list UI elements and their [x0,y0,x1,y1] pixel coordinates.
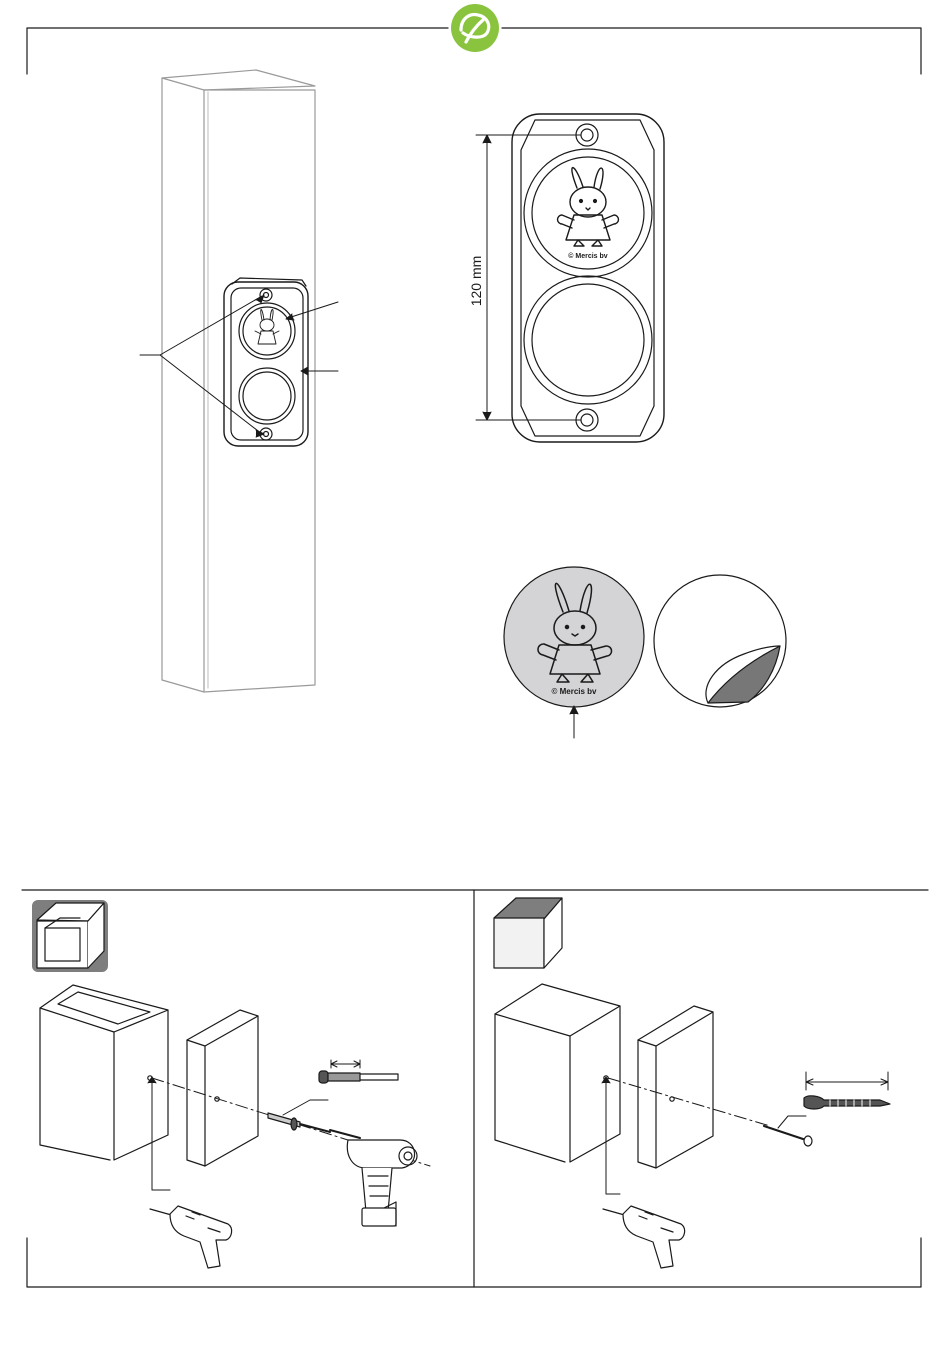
screw-inserted [764,1116,812,1146]
post-illustration [162,70,315,692]
dimension-120mm: 120 mm [468,135,581,420]
solid-square-profile-icon [494,898,562,968]
mounted-plate [224,278,308,446]
rivet-icon [319,1060,398,1083]
bunny-figure [558,168,619,246]
plate-front-view: © Mercis bv [512,114,664,442]
bottom-frame [22,890,928,1287]
sticker-backing-peel [654,575,786,707]
sticker-brand-label: © Mercis bv [551,687,597,696]
hollow-post-body [40,985,168,1160]
hollow-square-profile-icon [32,900,108,972]
plate-brand-label: © Mercis bv [568,252,608,260]
sticker-disc: © Mercis bv [504,567,644,738]
mounting-plate-side-1 [187,1010,258,1166]
mounting-plate-side-2 [638,1006,713,1168]
bunny-figure-small [255,310,279,345]
solid-post-body [495,984,620,1162]
axis-line-2 [608,1078,770,1126]
rivet-inserted [268,1100,330,1132]
eco-leaf-icon [451,4,499,52]
drill-icon [148,1077,232,1268]
dimension-label: 120 mm [468,256,484,307]
drill-icon-2 [602,1077,685,1268]
screw-icon [804,1072,890,1109]
rivet-gun-icon [330,1130,417,1226]
